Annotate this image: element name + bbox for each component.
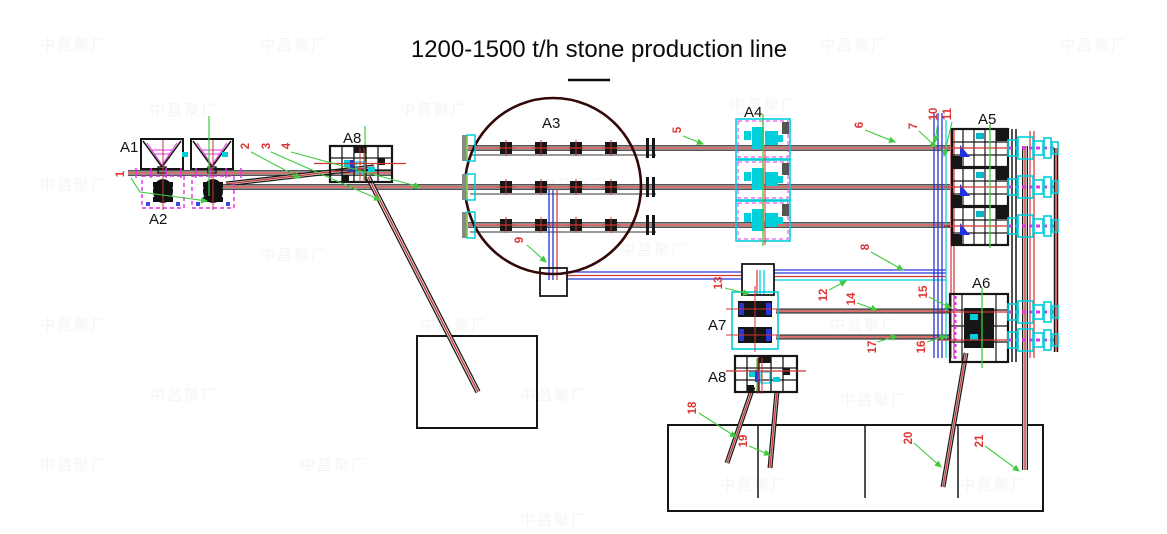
- watermark: 中昌聚厂: [520, 512, 588, 529]
- flow-label-10: 10: [928, 108, 940, 121]
- label-a8-bottom: A8: [708, 369, 726, 386]
- flow-label-15: 15: [918, 285, 930, 298]
- leader-21: [984, 445, 1020, 472]
- watermark: 中昌聚厂: [840, 392, 908, 409]
- leader-7: [918, 130, 937, 148]
- flow-label-21: 21: [974, 434, 986, 447]
- a7-machine: [726, 286, 780, 352]
- a4-crusher-group: [735, 114, 791, 246]
- leader-11: [942, 121, 953, 158]
- label-a8-top: A8: [343, 130, 361, 147]
- leader-12: [828, 280, 847, 291]
- watermark: 中昌聚厂: [960, 477, 1028, 494]
- watermark: 中昌聚厂: [40, 177, 108, 194]
- leader-10: [932, 121, 940, 144]
- flow-label-4: 4: [281, 142, 293, 149]
- label-a4: A4: [744, 104, 762, 121]
- watermark: 中昌聚厂: [620, 242, 688, 259]
- watermark-layer: 中昌聚厂 中昌聚厂 中昌聚厂 中昌聚厂 中昌聚厂 中昌聚厂 中昌聚厂 中昌聚厂 …: [40, 37, 1128, 529]
- flow-label-7: 7: [908, 123, 920, 129]
- watermark: 中昌聚厂: [730, 97, 798, 114]
- leader-19: [748, 445, 772, 456]
- leader-1: [130, 177, 209, 204]
- flow-label-14: 14: [846, 292, 858, 305]
- flow-label-12: 12: [818, 289, 830, 302]
- watermark: 中昌聚厂: [420, 317, 488, 334]
- watermark: 中昌聚厂: [260, 247, 328, 264]
- flow-label-18: 18: [687, 401, 699, 414]
- stockpile-box-bottom: [667, 424, 1044, 512]
- watermark: 中昌聚厂: [720, 477, 788, 494]
- a2-feeder-group: [141, 116, 235, 210]
- watermark: 中昌聚厂: [300, 457, 368, 474]
- watermark: 中昌聚厂: [400, 102, 468, 119]
- watermark: 中昌聚厂: [830, 317, 898, 334]
- flow-label-5: 5: [672, 126, 684, 133]
- leader-3: [270, 151, 382, 201]
- flow-label-11: 11: [942, 107, 954, 120]
- flow-label-9: 9: [514, 237, 526, 243]
- watermark: 中昌聚厂: [40, 457, 108, 474]
- flow-labels: 1 2 3 4 5 6 7 8 9 10 11 12 13 14 15 16 1…: [115, 107, 986, 447]
- watermark: 中昌聚厂: [260, 37, 328, 54]
- grizzly-ticks: [135, 168, 242, 178]
- flow-label-3: 3: [261, 143, 273, 149]
- watermark: 中昌聚厂: [1060, 37, 1128, 54]
- label-a6: A6: [972, 275, 990, 292]
- watermark: 中昌聚厂: [150, 102, 218, 119]
- leader-18: [698, 412, 737, 438]
- label-a1: A1: [120, 139, 138, 156]
- a8-top-machine: [314, 126, 406, 184]
- a6-machine: [938, 288, 1060, 368]
- leader-2: [250, 151, 301, 179]
- watermark: 中昌聚厂: [40, 317, 108, 334]
- flow-label-2: 2: [240, 143, 252, 149]
- equipment-labels: A1 A2 A8 A3 A4 A5 A6 A7 A8: [120, 104, 996, 386]
- watermark: 中昌聚厂: [40, 37, 108, 54]
- watermark: 中昌聚厂: [820, 37, 888, 54]
- diagram-title: 1200-1500 t/h stone production line: [411, 36, 787, 63]
- label-a2: A2: [149, 211, 167, 228]
- leader-8: [870, 251, 904, 271]
- leader-4: [290, 151, 422, 189]
- stockpile-box-left: [416, 335, 538, 429]
- a5-screen-group: [944, 124, 1058, 248]
- leader-16: [926, 334, 948, 343]
- watermark: 中昌聚厂: [520, 387, 588, 404]
- leader-lines: [130, 121, 1020, 472]
- leader-13: [724, 287, 751, 296]
- flow-label-20: 20: [903, 432, 915, 445]
- junction-box-circle: [539, 267, 568, 297]
- flow-label-16: 16: [916, 341, 928, 354]
- a8-bottom-machine: [726, 354, 806, 394]
- flow-label-8: 8: [860, 243, 872, 250]
- conveyor-network: [128, 145, 1059, 488]
- leader-17: [876, 334, 899, 343]
- leader-20: [913, 442, 942, 468]
- label-a5: A5: [978, 111, 996, 128]
- flow-label-17: 17: [867, 341, 879, 354]
- leader-14: [856, 302, 879, 312]
- label-a7: A7: [708, 317, 726, 334]
- leader-9: [526, 244, 547, 263]
- flow-label-13: 13: [713, 277, 725, 290]
- leader-5: [682, 135, 705, 145]
- leader-15: [928, 296, 952, 309]
- flow-label-6: 6: [854, 122, 866, 128]
- leader-6: [864, 129, 897, 143]
- a1-hopper-group: [135, 138, 242, 178]
- junction-box-a7: [741, 263, 775, 296]
- flow-label-1: 1: [115, 170, 127, 177]
- conveyor-shadow-rails: [470, 154, 656, 233]
- watermark: 中昌聚厂: [150, 387, 218, 404]
- label-a3: A3: [542, 115, 560, 132]
- flow-label-19: 19: [738, 435, 750, 448]
